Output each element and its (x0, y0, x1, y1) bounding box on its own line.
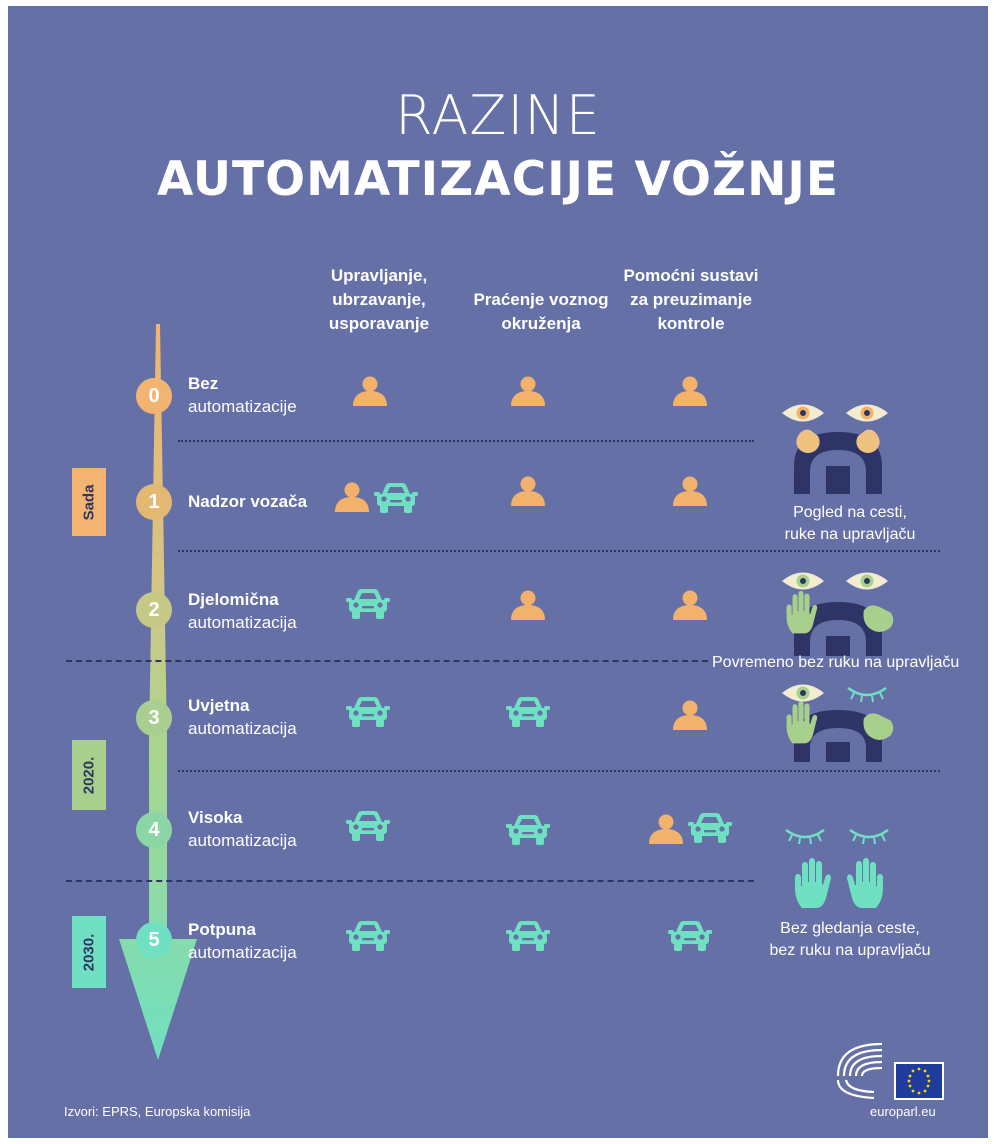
eye-closed-icon (844, 682, 890, 704)
level-name-1: Nadzor vozača (188, 492, 308, 511)
source-note: Izvori: EPRS, Europska komisija (64, 1104, 251, 1119)
eye-open-icon (780, 570, 826, 592)
steering-wheel-partial-hands-icon (794, 602, 882, 656)
car-icon (346, 696, 390, 728)
raised-hand-icon (846, 858, 886, 910)
infographic: RAZINE AUTOMATIZACIJE VOŽNJE Upravljanje… (8, 6, 988, 1138)
column-header-monitoring: Praćenje voznog okruženja (473, 290, 609, 333)
person-icon (646, 814, 686, 844)
eye-closed-icon (782, 824, 828, 846)
site-link[interactable]: europarl.eu (870, 1104, 936, 1119)
raised-hand-icon (792, 858, 832, 910)
level-badge-0: 0 (136, 378, 172, 414)
separator-dashed (66, 660, 708, 662)
steering-wheel-hands-on-icon (794, 429, 882, 494)
column-header-steering: Upravljanje, ubrzavanje, usporavanje (328, 266, 430, 333)
title-automatizacije: AUTOMATIZACIJE VOŽNJE (156, 152, 840, 207)
separator-dotted (178, 440, 754, 442)
person-icon (332, 482, 372, 512)
european-parliament-logo (836, 1042, 944, 1100)
car-icon (374, 482, 418, 514)
car-icon (688, 812, 732, 844)
column-header-fallback: Pomoćni sustavi za preuzimanje kontrole (623, 266, 759, 333)
car-icon (346, 810, 390, 842)
level-badge-2: 2 (136, 592, 172, 628)
person-icon (670, 476, 710, 506)
person-icon (670, 590, 710, 620)
person-icon (670, 700, 710, 730)
level-badge-5: 5 (136, 922, 172, 958)
eye-open-icon (780, 402, 826, 424)
level-badge-4: 4 (136, 812, 172, 848)
caption-eyes-hands: Pogled na cesti, ruke na upravljaču (784, 504, 916, 543)
car-icon (346, 588, 390, 620)
separator-dashed (66, 880, 754, 882)
level-badge-1: 1 (136, 484, 172, 520)
hand-on-wheel-icon (863, 713, 894, 740)
eye-closed-icon (846, 824, 892, 846)
eye-open-icon (844, 570, 890, 592)
person-icon (508, 590, 548, 620)
timeline-2020-badge: 2020. (72, 740, 106, 810)
level-badge-3: 3 (136, 700, 172, 736)
caption-occasional: Povremeno bez ruku na upravljaču (712, 654, 960, 671)
timeline-2030-badge: 2030. (72, 916, 106, 988)
raised-hand-icon (784, 590, 818, 636)
car-icon (346, 920, 390, 952)
timeline-arrow (119, 324, 197, 1060)
title-razine: RAZINE (395, 84, 601, 147)
timeline-now-badge: Sada (72, 468, 106, 536)
hand-on-wheel-icon (863, 605, 894, 632)
car-icon (506, 814, 550, 846)
person-icon (508, 476, 548, 506)
steering-wheel-partial-hands-icon (794, 710, 882, 762)
raised-hand-icon (784, 700, 818, 746)
person-icon (508, 376, 548, 406)
separator-dotted (178, 550, 940, 552)
caption-no-look: Bez gledanja ceste, bez ruku na upravlja… (769, 920, 931, 959)
car-icon (506, 920, 550, 952)
person-icon (670, 376, 710, 406)
eye-open-icon (844, 402, 890, 424)
person-icon (350, 376, 390, 406)
separator-dotted (178, 770, 940, 772)
car-icon (668, 920, 712, 952)
car-icon (506, 696, 550, 728)
